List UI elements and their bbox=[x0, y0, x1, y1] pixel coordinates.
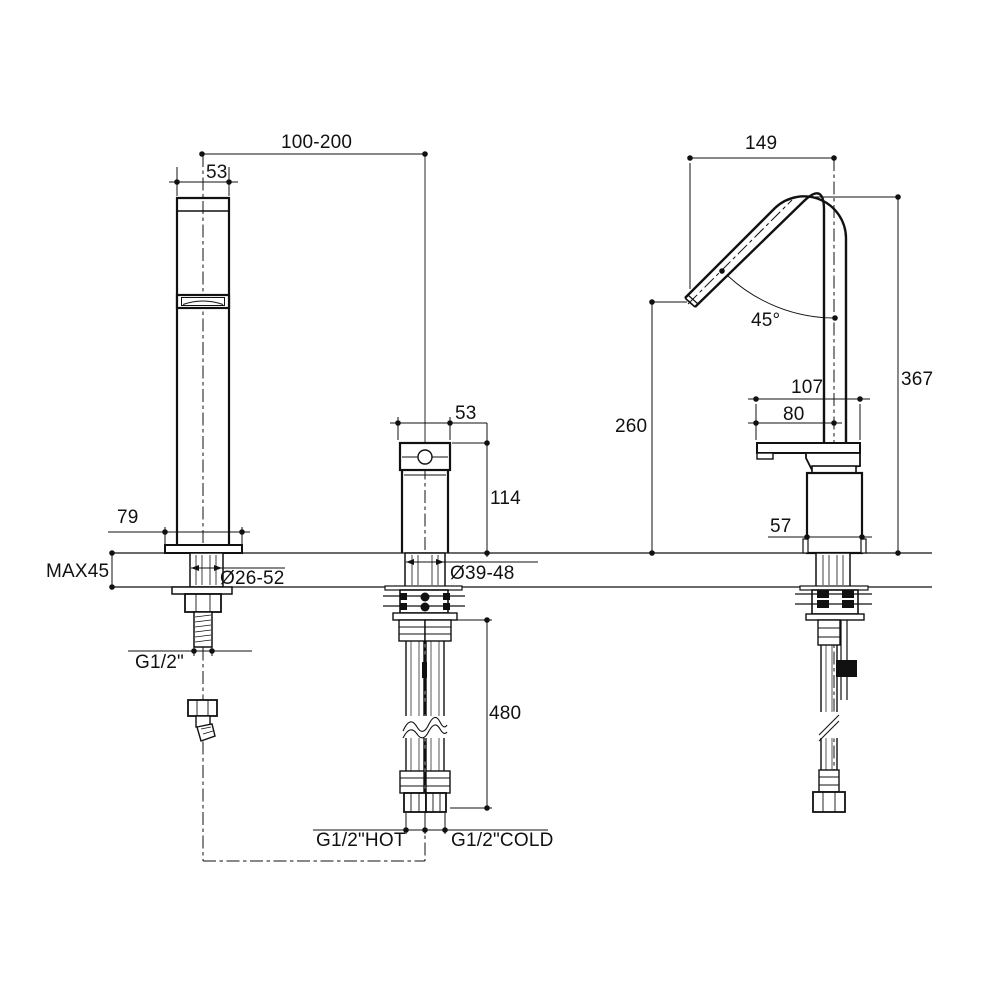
mixer-spout-outer bbox=[684, 195, 848, 473]
mixer-mount-flange bbox=[805, 613, 865, 621]
valve-hose-crimps-top bbox=[398, 619, 452, 642]
spout-outlet-lens bbox=[182, 300, 224, 305]
dim-label-spout-hole: Ø26-52 bbox=[220, 568, 285, 589]
dim-label-spout-width: 53 bbox=[206, 162, 228, 183]
mixer-hose-nut bbox=[812, 791, 846, 813]
mixer-hose-break bbox=[818, 714, 840, 736]
valve-hose-marker bbox=[422, 662, 427, 678]
dim-label-height-total: 367 bbox=[901, 369, 934, 390]
mixer-hose-crimp-top bbox=[817, 619, 841, 646]
valve-hose-nuts bbox=[403, 792, 447, 813]
mixer-body-clip-left bbox=[802, 538, 809, 554]
dim-label-outlet-height: 260 bbox=[615, 416, 648, 437]
mixer-body bbox=[805, 471, 864, 555]
center-valve-view bbox=[383, 441, 465, 813]
deck-lines bbox=[112, 552, 932, 588]
valve-shank bbox=[404, 552, 446, 588]
valve-hose-break bbox=[402, 716, 448, 732]
dim-label-flange-diameter: 79 bbox=[117, 507, 139, 528]
valve-mount-bolts bbox=[400, 592, 450, 612]
dim-label-valve-hole: Ø39-48 bbox=[450, 563, 515, 584]
mixer-spout-axis-centerline bbox=[687, 199, 793, 305]
valve-body-outline bbox=[400, 470, 450, 553]
mixer-view bbox=[684, 192, 872, 813]
mixer-stud-block bbox=[836, 660, 857, 677]
mixer-spout-tip-face bbox=[684, 297, 696, 308]
valve-screw bbox=[417, 449, 433, 465]
dim-label-handle-reach: 107 bbox=[791, 377, 824, 398]
dim-label-hot-inlet: G1/2"HOT bbox=[316, 830, 406, 851]
dim-label-max-deck-thickness: MAX45 bbox=[46, 561, 110, 582]
mixer-spout-inner bbox=[694, 192, 826, 473]
spout-outlet-slot-inner bbox=[181, 297, 225, 306]
mixer-shank bbox=[815, 552, 851, 588]
dim-label-hose-length: 480 bbox=[489, 703, 522, 724]
mixer-body-clip-right bbox=[860, 538, 867, 554]
mixer-handle-tip bbox=[756, 452, 774, 460]
spout-hex-nut bbox=[184, 593, 222, 613]
mixer-handle-lever bbox=[756, 442, 861, 454]
mixer-hose bbox=[820, 645, 838, 771]
dim-label-spout-angle: 45° bbox=[751, 310, 781, 331]
dim-label-spout-thread: G1/2" bbox=[135, 652, 184, 673]
dim-label-body-diameter: 57 bbox=[770, 516, 792, 537]
centerlines bbox=[202, 154, 835, 862]
spout-connector-nut bbox=[187, 699, 218, 717]
dim-label-handle-reach-inner: 80 bbox=[783, 404, 805, 425]
spout-body-outline bbox=[175, 196, 231, 545]
angle-arc bbox=[727, 275, 835, 319]
spout-shank bbox=[189, 552, 224, 588]
spout-flange bbox=[164, 544, 243, 554]
left-spout-view bbox=[164, 196, 243, 742]
mixer-hose-crimp-bottom bbox=[818, 769, 840, 793]
dim-label-cold-inlet: G1/2"COLD bbox=[451, 830, 554, 851]
dim-label-mount-offset: 100-200 bbox=[281, 132, 353, 153]
mixer-mount-bolts bbox=[817, 590, 854, 608]
dim-label-valve-width: 53 bbox=[455, 403, 477, 424]
dim-label-valve-height: 114 bbox=[490, 488, 521, 509]
valve-hose-crimps-bottom bbox=[399, 770, 451, 794]
valve-mount-flange bbox=[392, 612, 458, 621]
spout-tail-threads bbox=[194, 614, 212, 643]
dim-label-spout-reach: 149 bbox=[745, 133, 778, 154]
mixer-shank-threads bbox=[822, 555, 844, 585]
spout-connector-tip bbox=[196, 723, 216, 742]
dimension-dots bbox=[109, 151, 901, 833]
